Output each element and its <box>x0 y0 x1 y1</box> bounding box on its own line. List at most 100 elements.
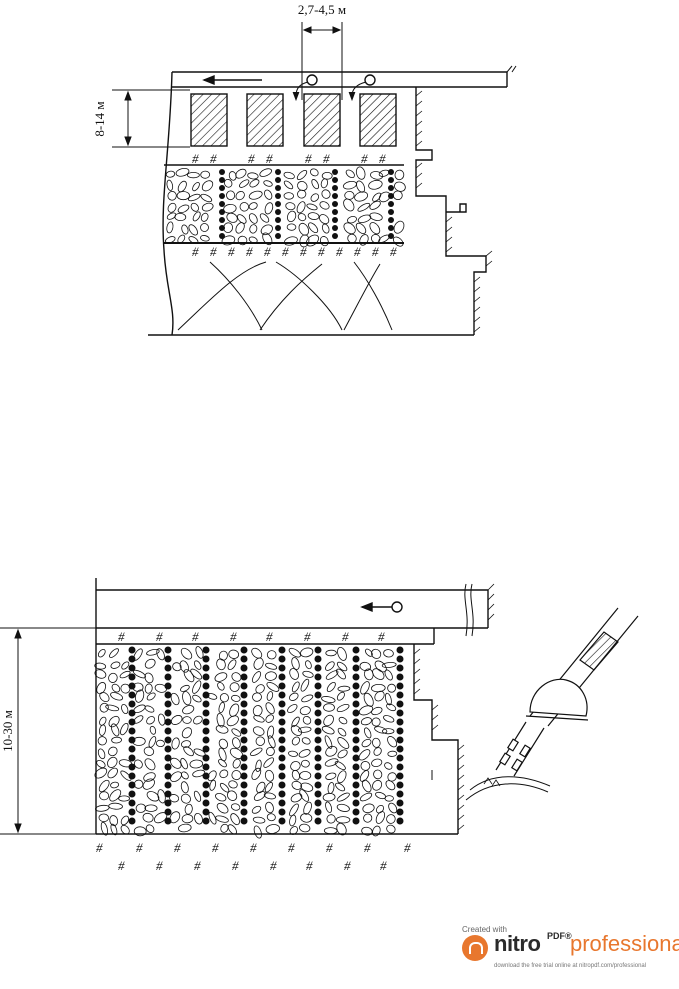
rock-fragment <box>371 648 382 659</box>
explosive-charge <box>202 664 210 672</box>
borehole-mark: # <box>270 858 277 873</box>
rock-fragment <box>201 202 214 212</box>
rock-fragment <box>336 822 347 836</box>
rock-fragment <box>228 649 240 659</box>
rock-fragment <box>180 793 191 804</box>
explosive-charge <box>240 736 248 744</box>
rock-fragment <box>218 759 227 768</box>
explosive-charge <box>202 781 210 789</box>
rock-fragment <box>192 211 201 222</box>
rock-fragment <box>111 736 122 744</box>
nitro-logo-icon <box>462 935 488 961</box>
rock-fragment <box>297 726 312 733</box>
borehole-mark: # <box>156 629 163 644</box>
rock-fragment <box>383 715 395 723</box>
rock-fragment <box>143 772 156 782</box>
explosive-charge <box>164 727 172 735</box>
explosive-charge <box>128 772 136 780</box>
rock-fragment <box>358 749 371 761</box>
rock-fragment <box>96 682 107 695</box>
rock-fragment <box>216 802 229 814</box>
explosive-charge <box>314 817 322 825</box>
rock-fragment <box>247 172 259 180</box>
rock-fragment <box>120 815 130 826</box>
explosive-charge <box>396 745 404 753</box>
rock-fragment <box>378 169 390 177</box>
rock-fragment <box>120 683 131 694</box>
rock-fragment <box>299 706 311 716</box>
explosive-charge <box>388 225 394 231</box>
rock-fragment <box>200 235 210 242</box>
borehole-mark: # <box>174 840 181 855</box>
rock-fragment <box>97 736 107 746</box>
explosive-charge <box>278 727 286 735</box>
explosive-charge <box>314 736 322 744</box>
explosive-charge <box>314 691 322 699</box>
borehole-mark: # <box>210 151 217 166</box>
explosive-charge <box>314 772 322 780</box>
rock-fragment <box>298 749 311 758</box>
rock-fragment <box>175 167 190 177</box>
explosive-charge <box>396 718 404 726</box>
explosive-charge <box>240 646 248 654</box>
rock-fragment <box>372 825 381 837</box>
rock-fragment <box>178 823 192 833</box>
rock-fragment <box>255 736 265 746</box>
rock-fragment <box>358 705 374 716</box>
borehole-mark: # <box>210 244 217 259</box>
rock-fragment <box>181 814 194 824</box>
rock-fragment <box>381 662 397 668</box>
break-mark <box>464 583 474 637</box>
explosive-charge <box>352 691 360 699</box>
rock-fragment <box>336 703 350 713</box>
rock-fragment <box>362 803 375 814</box>
rock-fragment <box>231 672 242 682</box>
rock-fragment <box>165 236 176 244</box>
rock-fragment <box>371 717 381 727</box>
rock-fragment <box>180 740 192 748</box>
rock-fragment <box>228 780 238 789</box>
rock-fragment <box>323 714 334 727</box>
explosive-charge <box>128 790 136 798</box>
rock-fragment <box>291 769 300 781</box>
rock-fragment <box>300 678 310 692</box>
rock-fragment <box>180 781 189 794</box>
rock-fragment <box>221 235 236 246</box>
explosive-charge <box>164 754 172 762</box>
rock-fragment <box>335 816 351 824</box>
rock-fragment <box>108 715 120 728</box>
rock-fragment <box>99 791 110 801</box>
rock-fragment <box>170 771 182 783</box>
rock-fragment <box>189 759 204 769</box>
explosive-charge <box>332 177 338 183</box>
rock-fragment <box>291 716 300 728</box>
explosive-charge <box>164 646 172 654</box>
explosive-charge <box>202 718 210 726</box>
rock-fragment <box>200 212 209 222</box>
rock-fragment <box>235 191 245 201</box>
rock-fragment <box>357 214 372 223</box>
explosive-charge <box>352 682 360 690</box>
rock-fragment <box>227 659 237 671</box>
explosive-charge <box>352 808 360 816</box>
rock-fragment <box>144 658 156 669</box>
explosive-charge <box>164 700 172 708</box>
rock-fragment <box>253 715 265 723</box>
explosive-charge <box>352 646 360 654</box>
borehole-mark: # <box>305 151 312 166</box>
explosive-charge <box>314 808 322 816</box>
borehole-marks: #################### <box>192 151 397 259</box>
rock-fragment <box>253 791 266 801</box>
rock-fragment <box>384 692 392 706</box>
explosive-charge <box>278 763 286 771</box>
rock-fragment <box>355 166 366 180</box>
rock-fragment <box>321 696 336 703</box>
explosive-charge <box>202 655 210 663</box>
rock-fragment <box>219 769 229 779</box>
rock-fragment <box>301 737 311 745</box>
rock-fragment <box>387 683 397 693</box>
rock-fragment <box>343 222 356 235</box>
borehole-mark: # <box>136 840 143 855</box>
rock-fragment <box>95 804 110 812</box>
rock-fragment <box>184 803 193 815</box>
